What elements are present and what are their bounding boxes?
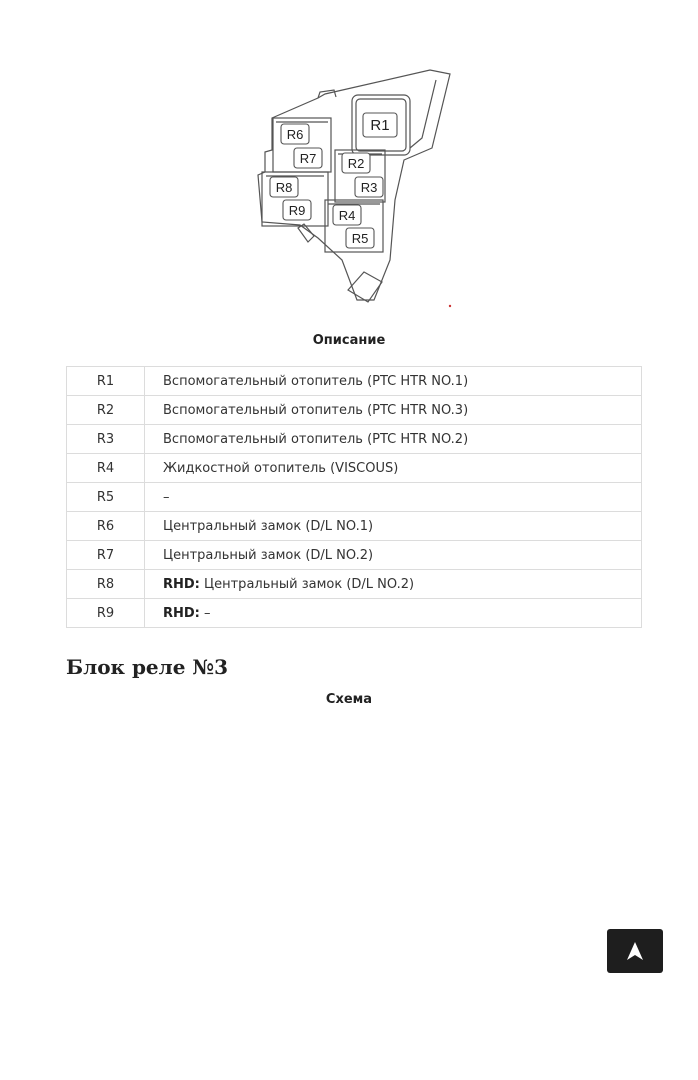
table-row: R1 Вспомогательный отопитель (PTC HTR NO… [66,366,642,396]
relay-label-r9: R9 [289,203,306,218]
relay-r9-box [282,199,312,221]
relay-code: R2 [66,395,145,425]
table-row: R7 Центральный замок (D/L NO.2) [66,540,642,570]
relay-label-r4: R4 [339,208,356,223]
relay-description-text: Вспомогательный отопитель (PTC HTR NO.3) [163,402,469,418]
drive-prefix: RHD: [163,576,200,592]
relay-description: Вспомогательный отопитель (PTC HTR NO.3) [144,395,642,425]
relay-description-text: Центральный замок (D/L NO.2) [199,576,415,592]
table-row: R5 – [66,482,642,512]
relay-r8-box [269,176,299,198]
table-row: R2 Вспомогательный отопитель (PTC HTR NO… [66,395,642,425]
relay-label-r6: R6 [287,127,304,142]
relay-code: R3 [66,424,145,454]
relay-description: Вспомогательный отопитель (PTC HTR NO.2) [144,424,642,454]
relay-r4-box [332,204,362,226]
relay-description-text: Центральный замок (D/L NO.2) [163,547,374,563]
relay-r7-box [293,147,323,169]
scheme-caption: Схема [325,692,373,707]
relay-description-text: – [163,489,170,505]
relay-description: RHD: Центральный замок (D/L NO.2) [144,569,642,599]
table-row: R3 Вспомогательный отопитель (PTC HTR NO… [66,424,642,454]
section-heading: Блок реле №3 [66,655,229,679]
relay-label-r5: R5 [352,231,369,246]
relay-description-table: R1 Вспомогательный отопитель (PTC HTR NO… [66,366,642,628]
relay-code: R1 [66,366,145,396]
relay-r3-box [354,176,384,198]
relay-description: Вспомогательный отопитель (PTC HTR NO.1) [144,366,642,396]
relay-description-text: Жидкостной отопитель (VISCOUS) [163,460,399,476]
table-row: R8 RHD: Центральный замок (D/L NO.2) [66,569,642,599]
scroll-to-top-button[interactable] [607,929,663,973]
relay-code: R8 [66,569,145,599]
relay-label-r8: R8 [276,180,293,195]
relay-r5-box [345,227,375,249]
arrow-up-icon [627,942,643,960]
table-row: R4 Жидкостной отопитель (VISCOUS) [66,453,642,483]
relay-label-r3: R3 [361,180,378,195]
relay-code: R9 [66,598,145,628]
description-caption: Описание [312,333,386,348]
table-row: R6 Центральный замок (D/L NO.1) [66,511,642,541]
relay-r1-box [362,112,398,138]
relay-label-r2: R2 [348,156,365,171]
relay-r6-box [280,123,310,145]
relay-label-r7: R7 [300,151,317,166]
table-row: R9 RHD: – [66,598,642,628]
relay-description: RHD: – [144,598,642,628]
relay-code: R4 [66,453,145,483]
relay-code: R5 [66,482,145,512]
relay-description: Центральный замок (D/L NO.2) [144,540,642,570]
relay-r2-box [341,152,371,174]
relay-description-text: Центральный замок (D/L NO.1) [163,518,374,534]
relay-code: R7 [66,540,145,570]
drive-prefix: RHD: [163,605,200,621]
relay-code: R6 [66,511,145,541]
relay-description-text: Вспомогательный отопитель (PTC HTR NO.2) [163,431,469,447]
relay-description: – [144,482,642,512]
relay-description: Центральный замок (D/L NO.1) [144,511,642,541]
relay-label-r1: R1 [370,117,389,134]
relay-description-text: – [199,605,211,621]
relay-description: Жидкостной отопитель (VISCOUS) [144,453,642,483]
relay-block-diagram: R1 R6 R7 R2 R3 R8 R9 R4 R5 [257,69,452,308]
relay-description-text: Вспомогательный отопитель (PTC HTR NO.1) [163,373,469,389]
